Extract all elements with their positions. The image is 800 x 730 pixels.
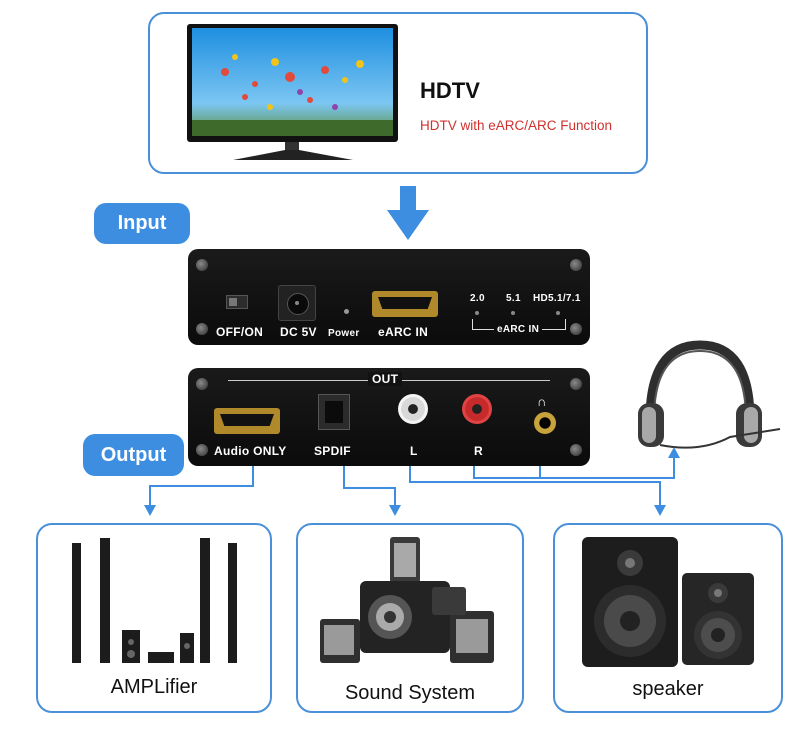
headphone-jack[interactable]: [534, 412, 556, 434]
power-label: Power: [328, 328, 360, 339]
amplifier-speakers-icon: [72, 538, 237, 663]
power-switch[interactable]: [226, 295, 248, 309]
spdif-label: SPDIF: [314, 444, 351, 458]
output-badge: Output: [83, 434, 184, 476]
power-led: [344, 309, 349, 314]
headphones-icon: [638, 340, 781, 449]
hdtv-title: HDTV: [420, 78, 480, 103]
switch-label: OFF/ON: [216, 325, 264, 339]
output-panel: OUT Audio ONLY SPDIF L R ∩: [188, 368, 590, 466]
right-label: R: [474, 444, 483, 458]
input-panel: OFF/ON DC 5V Power eARC IN 2.0 5.1 HD5.1…: [188, 249, 590, 345]
speaker-icon: [582, 537, 754, 667]
out-label: OUT: [368, 372, 403, 386]
led-group-label: eARC IN: [494, 324, 543, 335]
sound-system-icon: [320, 537, 494, 663]
amplifier-caption: AMPLifier: [110, 676, 198, 698]
led-2-0: [475, 311, 479, 315]
audio-hdmi-port[interactable]: [214, 408, 280, 434]
rca-left-port[interactable]: [398, 394, 428, 424]
headphone-symbol-icon: ∩: [537, 394, 547, 409]
spdif-port[interactable]: [318, 394, 350, 430]
earc-label: eARC IN: [378, 325, 429, 339]
left-label: L: [410, 444, 418, 458]
dc-jack[interactable]: [278, 285, 316, 321]
input-badge: Input: [94, 203, 190, 244]
hdtv-subtitle: HDTV with eARC/ARC Function: [420, 118, 613, 133]
led-hd: [556, 311, 560, 315]
earc-hdmi-port[interactable]: [372, 291, 438, 317]
speaker-caption: speaker: [632, 678, 704, 700]
rca-right-port[interactable]: [462, 394, 492, 424]
led-5-1: [511, 311, 515, 315]
down-arrow-icon: [387, 186, 429, 240]
hdmi-label: Audio ONLY: [214, 444, 287, 458]
dc-label: DC 5V: [280, 325, 317, 339]
sound-system-caption: Sound System: [344, 682, 476, 704]
led-label-5-1: 5.1: [506, 293, 521, 304]
led-label-2-0: 2.0: [470, 293, 485, 304]
tv-icon: [187, 24, 398, 160]
led-label-hd: HD5.1/7.1: [533, 293, 581, 304]
